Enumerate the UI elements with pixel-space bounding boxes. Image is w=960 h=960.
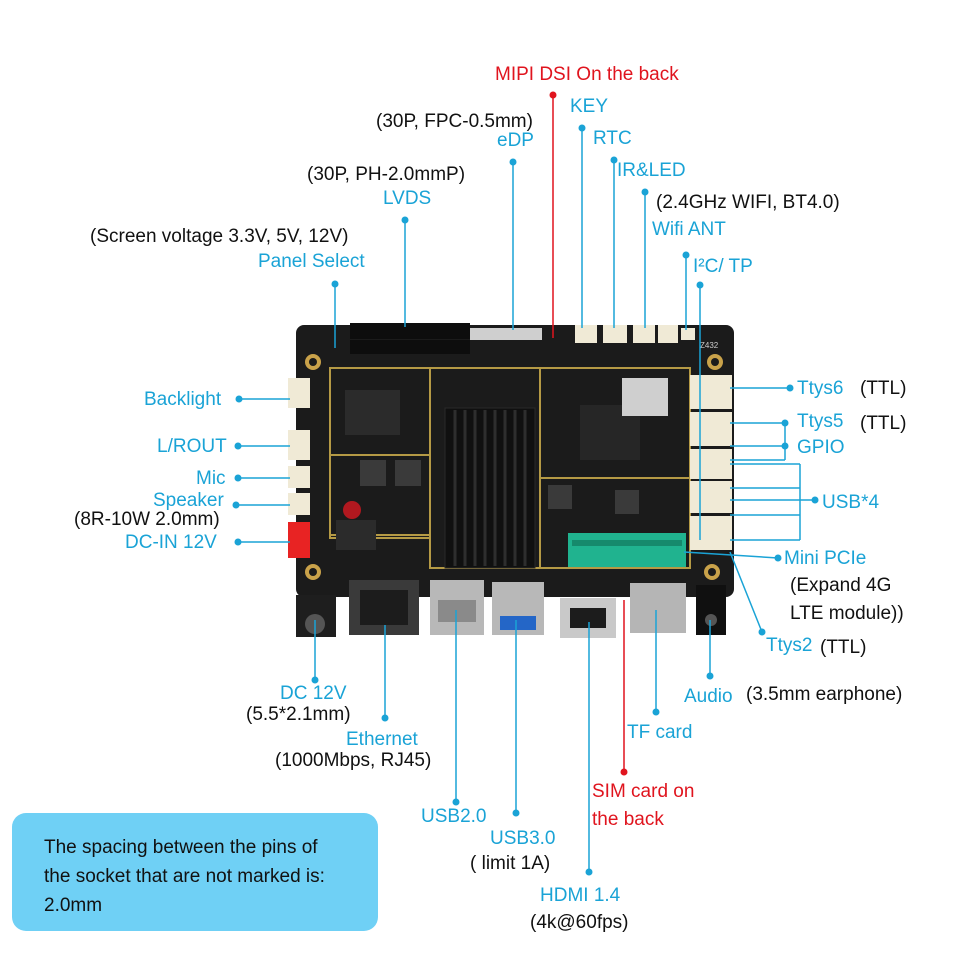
- panel-spec-label: (Screen voltage 3.3V, 5V, 12V): [90, 226, 349, 247]
- mini-pcie-label: Mini PCIe: [784, 548, 867, 569]
- ir-led-label: IR&LED: [617, 160, 686, 181]
- dc-in-label: DC-IN 12V: [125, 532, 217, 553]
- pin-spacing-note: The spacing between the pins of the sock…: [12, 813, 378, 931]
- edp-label: eDP: [497, 130, 534, 151]
- ttys6-label: Ttys6: [797, 378, 844, 399]
- speaker-spec-label: (8R-10W 2.0mm): [74, 509, 220, 530]
- usb30-spec-label: ( limit 1A): [470, 853, 551, 874]
- sim-card-label-line1: SIM card on: [592, 781, 695, 802]
- panel-select-label: Panel Select: [258, 251, 365, 272]
- leader-lines: [236, 95, 815, 872]
- note-line-3: 2.0mm: [44, 895, 103, 916]
- ttys5-label: Ttys5: [797, 411, 844, 432]
- hdmi-label: HDMI 1.4: [540, 885, 621, 906]
- usb4-label: USB*4: [822, 492, 880, 513]
- dc12-label: DC 12V: [280, 683, 347, 704]
- note-line-1: The spacing between the pins of: [44, 837, 318, 858]
- ttys2-spec-label: (TTL): [820, 637, 867, 658]
- tf-card-label: TF card: [627, 722, 693, 743]
- usb30-label: USB3.0: [490, 828, 556, 849]
- lrout-label: L/ROUT: [157, 436, 227, 457]
- edp-spec-label: (30P, FPC-0.5mm): [376, 111, 533, 132]
- ethernet-spec-label: (1000Mbps, RJ45): [275, 750, 432, 771]
- ttys2-label: Ttys2: [766, 635, 813, 656]
- lvds-label: LVDS: [383, 188, 432, 209]
- mipi-dsi-label: MIPI DSI On the back: [495, 64, 679, 85]
- ethernet-label: Ethernet: [346, 729, 418, 750]
- gpio-label: GPIO: [797, 437, 845, 458]
- audio-label: Audio: [684, 686, 733, 707]
- hdmi-spec-label: (4k@60fps): [530, 912, 629, 933]
- pin-spacing-note-text: The spacing between the pins of the sock…: [44, 833, 374, 920]
- lvds-spec-label: (30P, PH-2.0mmP): [307, 164, 466, 185]
- dc12-spec-label: (5.5*2.1mm): [246, 704, 351, 725]
- sim-card-label-line2: the back: [592, 809, 664, 830]
- audio-spec-label: (3.5mm earphone): [746, 684, 903, 705]
- pcb-board: Z432: [288, 323, 734, 638]
- key-label: KEY: [570, 96, 609, 117]
- silk-label: Z432: [700, 341, 719, 350]
- ttys5-spec-label: (TTL): [860, 413, 907, 434]
- ttys6-spec-label: (TTL): [860, 378, 907, 399]
- wifi-spec-label: (2.4GHz WIFI, BT4.0): [656, 192, 840, 213]
- i2c-tp-label: I²C/ TP: [693, 256, 753, 277]
- rtc-label: RTC: [593, 128, 632, 149]
- usb20-label: USB2.0: [421, 806, 487, 827]
- mini-pcie-spec-line1: (Expand 4G: [790, 575, 892, 596]
- speaker-label: Speaker: [153, 490, 224, 511]
- leader-dots: [232, 91, 819, 876]
- note-line-2: the socket that are not marked is:: [44, 866, 325, 887]
- mic-label: Mic: [196, 468, 226, 489]
- backlight-label: Backlight: [144, 389, 222, 410]
- wifi-ant-label: Wifi ANT: [652, 219, 726, 240]
- mini-pcie-spec-line2: LTE module)): [790, 603, 904, 624]
